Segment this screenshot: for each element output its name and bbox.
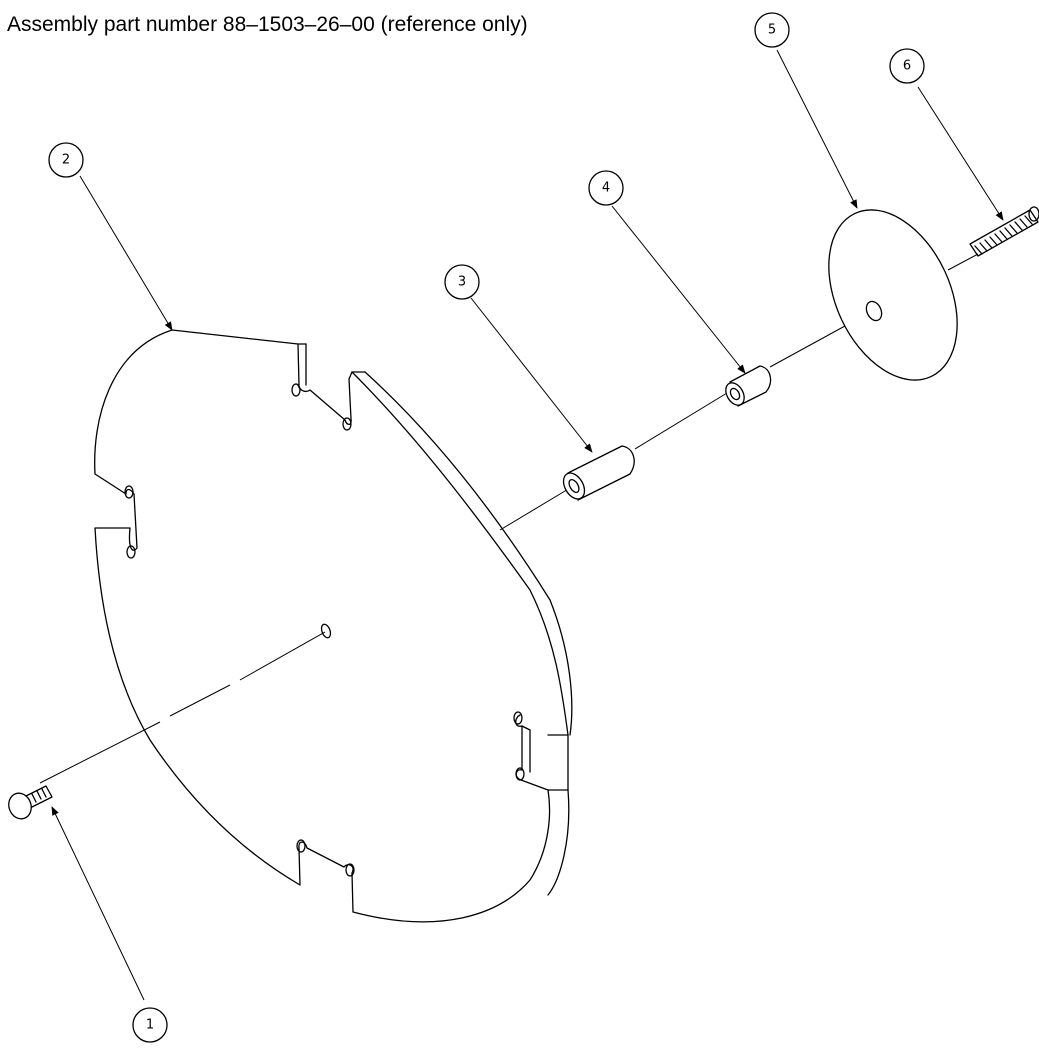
- callout-3: 3: [444, 264, 480, 300]
- leader-lines: [51, 49, 1004, 1001]
- callout-label-5: 5: [768, 23, 776, 38]
- screw-icon: [8, 785, 53, 820]
- callout-4: 4: [588, 170, 624, 206]
- callout-balloon-6: [889, 48, 925, 84]
- callout-balloon-3: [444, 264, 480, 300]
- callout-label-2: 2: [62, 153, 70, 168]
- callout-label-4: 4: [602, 181, 610, 196]
- callout-6: 6: [889, 48, 925, 84]
- washer-disc-icon: [828, 209, 958, 381]
- slotted-disc-icon: [94, 329, 573, 923]
- callout-balloon-4: [588, 170, 624, 206]
- drawing-title: Assembly part number 88–1503–26–00 (refe…: [7, 13, 528, 36]
- assembly-axis-line: [39, 253, 979, 784]
- callout-balloon-1: [132, 1007, 168, 1043]
- short-spacer-icon: [725, 365, 772, 407]
- callout-5: 5: [754, 12, 790, 48]
- callout-label-1: 1: [146, 1018, 154, 1033]
- callout-balloon-5: [754, 12, 790, 48]
- long-spacer-icon: [562, 445, 635, 501]
- threaded-rod-icon: [969, 206, 1039, 257]
- callout-label-6: 6: [903, 59, 911, 74]
- callout-balloon-2: [48, 142, 84, 178]
- callout-2: 2: [48, 142, 84, 178]
- callout-1: 1: [132, 1007, 168, 1043]
- callout-label-3: 3: [458, 275, 466, 290]
